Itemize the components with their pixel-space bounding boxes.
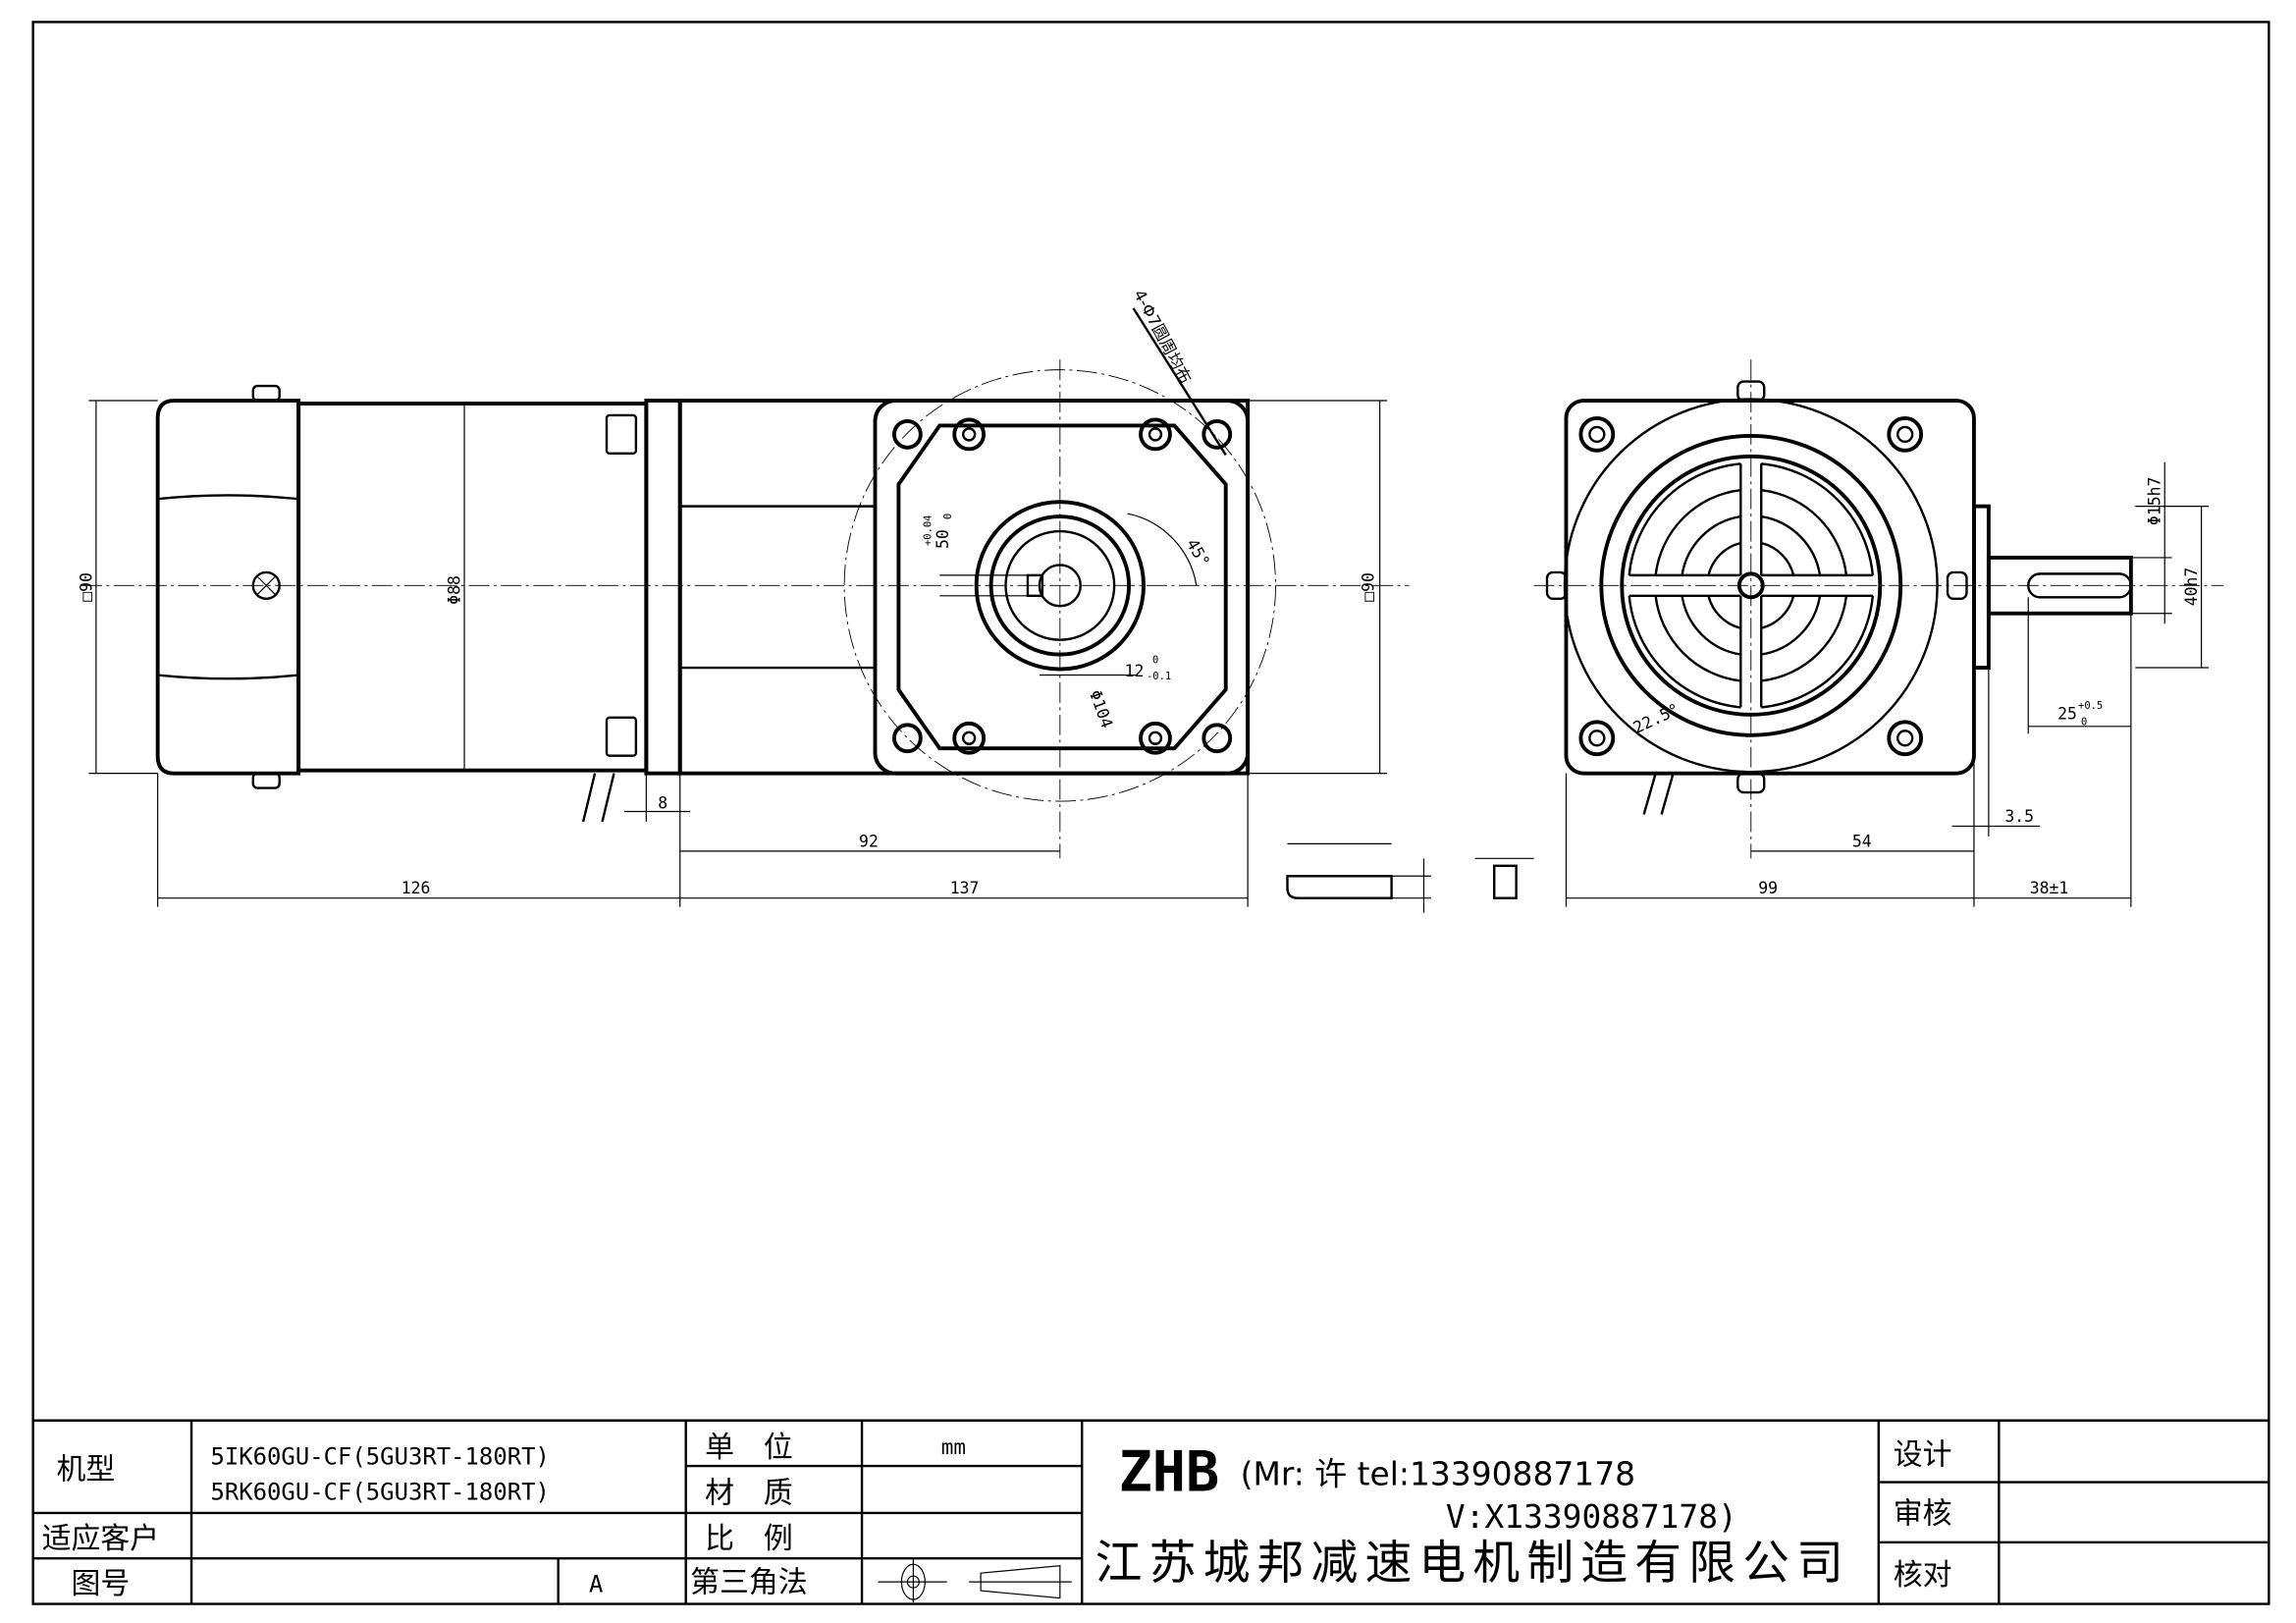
dim-motor-dia: Φ88 — [446, 575, 464, 605]
key-length-tol-lower: 0 — [2081, 716, 2087, 728]
key-detail — [1286, 842, 1534, 913]
sheet-border — [31, 21, 2270, 1605]
dim-gearbox-length: 137 — [950, 879, 980, 897]
motor-body — [296, 402, 649, 773]
dim-motor-length: 126 — [401, 879, 431, 897]
screw-icon — [251, 570, 281, 600]
contact-line-2: V:X13390887178) — [1446, 1497, 1737, 1536]
gearmotor-end-view: 99 54 3.5 38±1 25 +0.5 0 Φ15h7 40h7 22.5… — [1533, 359, 2224, 907]
motor-flange — [644, 399, 682, 776]
dim-shaft-offset: 92 — [859, 832, 879, 850]
unit-value: mm — [941, 1435, 966, 1459]
cable — [581, 773, 615, 823]
dim-angle-45: 45° — [1183, 535, 1213, 569]
dim-body-length: 99 — [1758, 879, 1778, 897]
dim-flange-thk: 8 — [658, 794, 667, 813]
title-block: 机型 5IK60GU-CF(5GU3RT-180RT) 5RK60GU-CF(5… — [32, 1419, 2269, 1604]
pilot-tol-upper: +0.04 — [922, 515, 934, 546]
company-name: 江苏城邦减速电机制造有限公司 — [1095, 1537, 1843, 1591]
dim-pcd: Φ104 — [1086, 687, 1116, 730]
fan-grille — [1628, 462, 1875, 709]
dim-height-square: □90 — [77, 572, 95, 602]
check-label: 核对 — [1894, 1558, 1952, 1593]
end-mounting-holes — [1545, 380, 1968, 794]
dim-boss-dia: 40h7 — [2182, 568, 2201, 607]
third-angle-projection-icon — [878, 1558, 1072, 1603]
dim-shaft-length: 38±1 — [2030, 879, 2069, 897]
scale-label: 比 例 — [705, 1522, 793, 1556]
keyway — [2027, 572, 2133, 599]
mounting-holes — [891, 417, 1233, 755]
dim-shaft-dia: Φ15h7 — [2146, 477, 2164, 525]
customer-label: 适应客户 — [42, 1522, 160, 1556]
review-label: 审核 — [1894, 1496, 1952, 1531]
brand-logo: ZHB — [1119, 1439, 1220, 1504]
key-side — [1286, 875, 1393, 899]
gearbox-body — [677, 399, 1251, 776]
capacitor-bolt — [605, 413, 638, 456]
drawing-no-label: 图号 — [71, 1567, 130, 1601]
dim-key-width: 12 — [1125, 662, 1145, 680]
model-2: 5RK60GU-CF(5GU3RT-180RT) — [210, 1478, 549, 1505]
revision: A — [589, 1571, 603, 1598]
fan-cover-round — [1599, 433, 1903, 737]
dim-pilot-dia: 50 — [934, 529, 952, 549]
output-boss — [1972, 504, 1991, 670]
contact-line-1: (Mr: 许 tel:13390887178 — [1241, 1455, 1635, 1493]
unit-label: 单 位 — [705, 1431, 793, 1465]
dim-gear-square: □90 — [1360, 572, 1378, 602]
key-tol-upper: 0 — [1152, 655, 1158, 667]
dim-key-length: 25 — [2057, 704, 2077, 723]
key-tol-lower: -0.1 — [1147, 671, 1171, 682]
model-label: 机型 — [57, 1453, 116, 1488]
design-label: 设计 — [1894, 1438, 1952, 1473]
dim-angle-22-5: 22.5° — [1630, 700, 1682, 737]
fan-cover — [155, 399, 301, 776]
gearmotor-side-view: □90 Φ88 8 92 126 137 4-Φ7圆周均布 50 +0.04 0… — [77, 287, 1410, 907]
dim-shaft-offset-right: 54 — [1852, 832, 1872, 850]
key-section — [1493, 864, 1518, 899]
key-length-tol-upper: +0.5 — [2078, 700, 2103, 712]
pilot-tol-lower: 0 — [942, 514, 954, 519]
dim-collar: 3.5 — [2004, 807, 2034, 826]
projection-label: 第三角法 — [690, 1566, 808, 1600]
material-label: 材 质 — [705, 1476, 793, 1510]
bolt-hole-note: 4-Φ7圆周均布 — [1130, 287, 1195, 387]
gear-flange-face — [873, 399, 1251, 776]
model-1: 5IK60GU-CF(5GU3RT-180RT) — [210, 1443, 549, 1471]
leader-line — [1132, 307, 1227, 456]
